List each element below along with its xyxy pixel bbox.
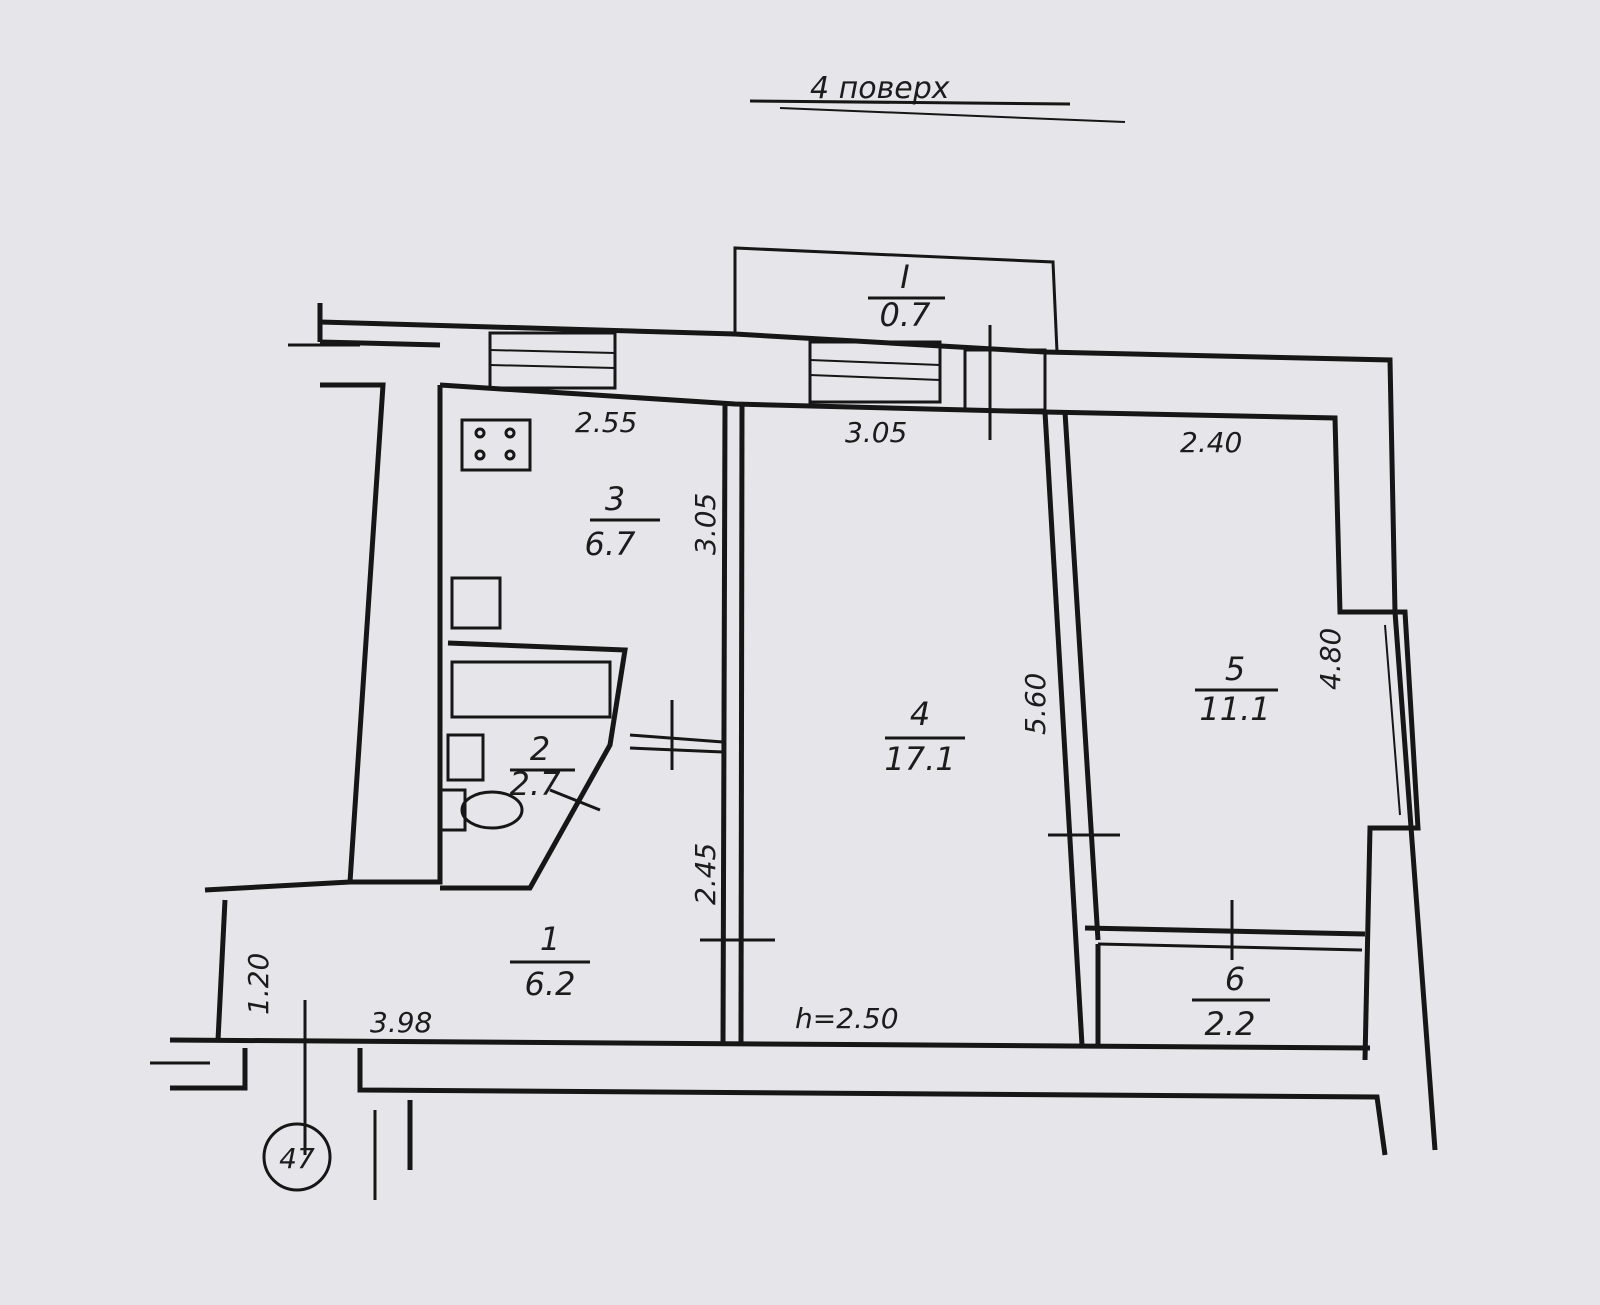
sink-icon	[450, 576, 502, 630]
toilet-icon	[460, 790, 524, 830]
toilet-tank-icon	[438, 788, 467, 832]
dim-room5-width: 2.40	[1180, 426, 1242, 459]
room-6-number: 6	[1225, 960, 1245, 998]
dim-kitchen-width: 2.55	[575, 406, 637, 439]
bathtub-icon	[450, 660, 612, 719]
dim-entry-depth: 1.20	[242, 953, 275, 1015]
ceiling-height: h=2.50	[795, 1002, 899, 1035]
dim-room4-width: 3.05	[845, 416, 907, 449]
room-3-number: 3	[605, 480, 625, 518]
room-5-area: 11.1	[1199, 690, 1270, 728]
fixtures	[438, 418, 612, 832]
room-4-number: 4	[910, 695, 930, 733]
room-2-area: 2.7	[510, 765, 562, 803]
room-1-area: 6.2	[525, 965, 576, 1003]
dim-hall-depth: 2.45	[689, 843, 722, 905]
sheet-number-circle	[262, 1122, 332, 1192]
room-4-area: 17.1	[884, 740, 955, 778]
room-3-area: 6.7	[585, 525, 637, 563]
room-2-number: 2	[530, 730, 550, 768]
dim-room4-depth: 5.60	[1019, 673, 1052, 735]
dimension-ticks	[150, 325, 1234, 1155]
walls	[169, 246, 1438, 1200]
sheet-number: 47	[279, 1142, 315, 1175]
window-frames	[488, 331, 1047, 412]
plan-title: 4 поверх	[810, 71, 950, 106]
stove-icon	[460, 418, 532, 472]
room-1-number: 1	[540, 920, 560, 958]
dim-kitchen-depth: 3.05	[689, 493, 722, 555]
room-5-number: 5	[1225, 650, 1245, 688]
dim-room5-depth: 4.80	[1314, 628, 1347, 690]
dim-hall-width: 3.98	[370, 1006, 432, 1039]
room-I-area: 0.7	[880, 296, 932, 334]
title-underline	[749, 99, 1071, 106]
room-6-area: 2.2	[1205, 1005, 1256, 1043]
title-underline-2	[779, 107, 1126, 123]
room-I-number: I	[900, 258, 909, 296]
basin-icon	[446, 733, 485, 782]
